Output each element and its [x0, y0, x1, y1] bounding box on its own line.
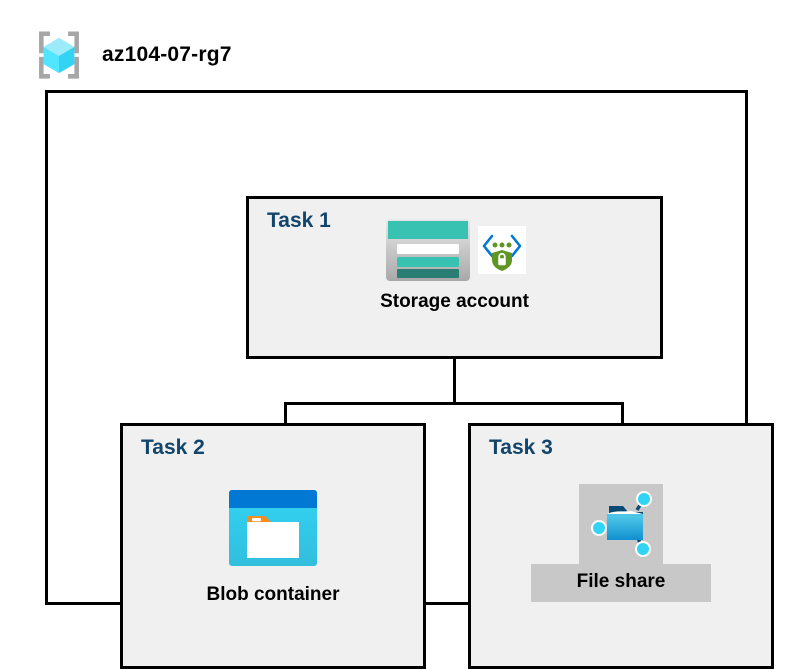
- resource-group-name: az104-07-rg7: [102, 43, 232, 66]
- task-3-box[interactable]: Task 3: [468, 423, 774, 669]
- resource-group-header: az104-07-rg7: [30, 26, 232, 84]
- blob-container-icon-group: [227, 488, 319, 568]
- node-storage-account[interactable]: Storage account: [249, 217, 660, 313]
- blob-container-label: Blob container: [206, 584, 340, 605]
- storage-account-label: Storage account: [380, 291, 529, 312]
- task-1-box[interactable]: Task 1: [246, 196, 663, 359]
- storage-account-icon: [385, 219, 470, 281]
- blob-container-icon: [229, 490, 317, 566]
- task-2-box[interactable]: Task 2: [120, 423, 426, 669]
- file-share-label: File share: [530, 564, 712, 602]
- connector-horizontal-bus: [284, 402, 624, 405]
- private-endpoint-secure-icon: [477, 226, 526, 274]
- resource-group-container: Task 1: [45, 90, 774, 669]
- storage-account-icon-group: [384, 217, 526, 283]
- task-2-label: Task 2: [141, 436, 205, 459]
- task-3-label: Task 3: [489, 436, 553, 459]
- file-share-icon-highlight: [579, 484, 663, 564]
- file-share-icon: [591, 491, 652, 557]
- node-blob-container[interactable]: Blob container: [123, 488, 423, 606]
- resource-group-cube-icon: [39, 31, 79, 79]
- task-1-label: Task 1: [267, 209, 331, 232]
- node-file-share[interactable]: File share: [471, 484, 771, 602]
- connector-storage-trunk: [453, 359, 456, 404]
